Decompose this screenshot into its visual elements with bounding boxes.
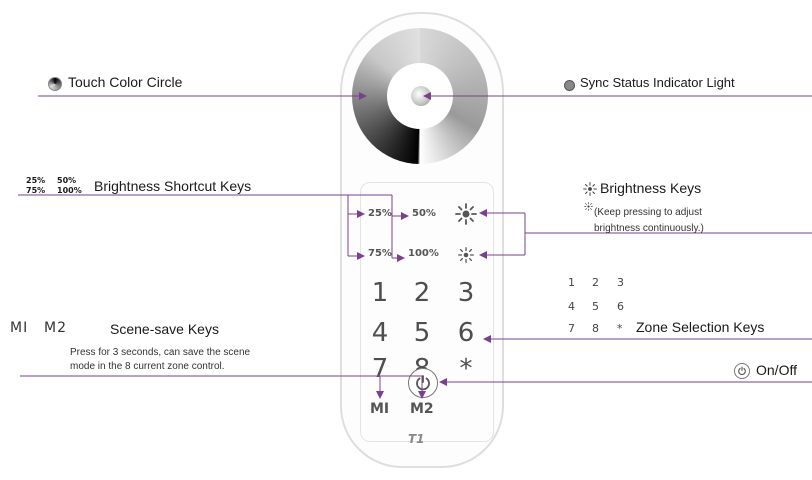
brightness-legend-icon [583,182,597,196]
legend-zone-4: 4 [568,300,575,313]
legend-m1: MI [10,320,29,336]
key-75[interactable]: 75% [368,248,392,259]
legend-zone-2: 2 [592,276,599,289]
legend-zone-7: 7 [568,322,575,335]
on-off-legend-icon [734,363,750,379]
zone-key-1[interactable]: 1 [371,278,389,308]
legend-m2: M2 [44,320,67,336]
zone-selection-label: Zone Selection Keys [636,319,765,335]
zone-key-6[interactable]: 6 [457,318,475,348]
scene-note-line2: mode in the 8 current zone control. [70,361,225,372]
legend-zone-6: 6 [617,300,624,313]
brightness-shortcut-label: Brightness Shortcut Keys [94,178,252,194]
scene-save-label: Scene-save Keys [110,321,219,337]
zone-key-3[interactable]: 3 [457,278,475,308]
brightness-keys-label: Brightness Keys [600,180,702,196]
legend-25: 25% [26,176,46,185]
sync-status-label: Sync Status Indicator Light [580,75,735,90]
legend-75: 75% [26,186,46,195]
legend-zone-all: * [617,322,623,335]
zone-key-all[interactable]: * [459,354,473,384]
m1-button[interactable]: MI [370,401,390,417]
key-25[interactable]: 25% [368,208,392,219]
m2-button[interactable]: M2 [410,401,434,417]
legend-zone-8: 8 [592,322,599,335]
brightness-note-line2: brightness continuously.) [594,223,704,234]
legend-50: 50% [57,176,77,185]
brightness-up-icon[interactable] [455,203,477,225]
sync-indicator-icon [564,80,575,91]
key-50[interactable]: 50% [412,208,436,219]
zone-key-4[interactable]: 4 [371,318,389,348]
brightness-down-icon[interactable] [456,245,476,265]
legend-zone-5: 5 [592,300,599,313]
zone-key-5[interactable]: 5 [413,318,431,348]
zone-key-2[interactable]: 2 [413,278,431,308]
brightness-down-legend-icon [584,202,593,211]
touch-color-circle-label: Touch Color Circle [68,74,183,90]
color-circle-icon [48,77,62,91]
key-100[interactable]: 100% [408,248,439,259]
scene-note-line1: Press for 3 seconds, can save the scene [70,347,251,358]
sync-status-led [411,86,431,106]
legend-zone-3: 3 [617,276,624,289]
key-panel [360,182,494,442]
power-icon [416,375,430,391]
on-off-label: On/Off [756,362,797,378]
brightness-note-line1: (Keep pressing to adjust [594,207,702,218]
model-mark: T1 [408,432,425,446]
legend-100: 100% [57,186,82,195]
legend-zone-1: 1 [568,276,575,289]
